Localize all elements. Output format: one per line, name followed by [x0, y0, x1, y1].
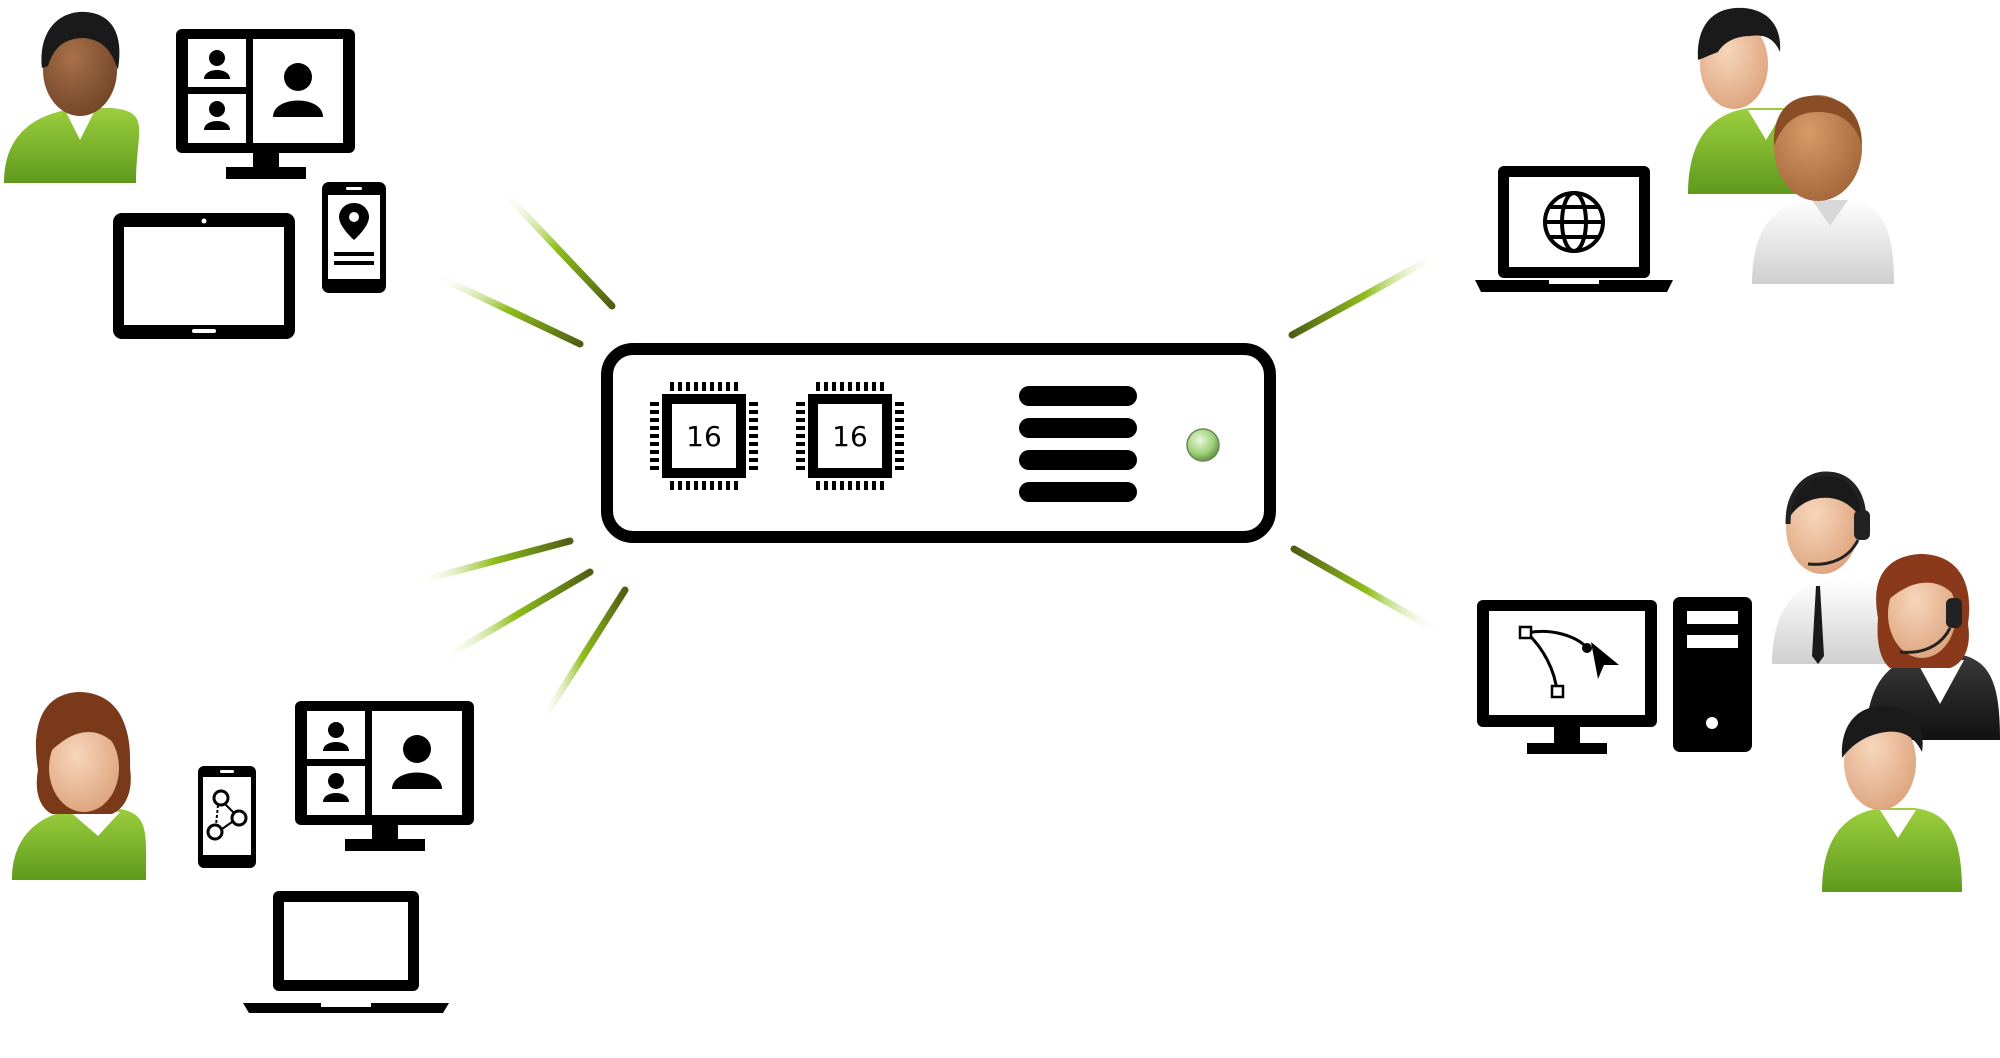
connection-line	[498, 186, 616, 310]
support-agent-female-icon	[1866, 554, 2000, 740]
connection-lines	[396, 186, 1444, 728]
video-conference-monitor-icon	[176, 29, 355, 179]
phone-network-icon	[198, 766, 256, 868]
chip-label: 16	[832, 420, 868, 453]
laptop-icon	[243, 891, 449, 1013]
user-female-icon	[12, 692, 147, 880]
phone-location-icon	[322, 182, 386, 293]
connection-line	[411, 537, 574, 586]
design-workstation-icon	[1477, 600, 1657, 754]
user-green-icon	[1822, 705, 1962, 892]
connection-line	[1288, 250, 1444, 339]
user-green-icon	[4, 11, 140, 183]
cpu-chip-icon: 16	[796, 382, 904, 490]
cpu-chip-icon: 16	[650, 382, 758, 490]
user-white-shirt-icon	[1752, 95, 1894, 284]
connection-line	[431, 271, 584, 348]
group-bottom-left	[12, 692, 474, 1013]
group-top-left	[4, 11, 386, 339]
laptop-globe-icon	[1475, 166, 1673, 292]
status-led-icon	[1186, 428, 1220, 462]
server-unit: 16 16	[601, 343, 1276, 543]
connection-line	[436, 568, 594, 664]
connection-line	[536, 586, 629, 728]
tablet-icon	[113, 213, 295, 339]
chip-label: 16	[686, 420, 722, 453]
drive-stack-icon	[1019, 386, 1137, 502]
group-bottom-right	[1477, 471, 2000, 892]
connection-line	[1290, 545, 1444, 636]
group-top-right	[1475, 7, 1894, 292]
tower-pc-icon	[1673, 597, 1752, 752]
video-conference-monitor-icon	[295, 701, 474, 851]
